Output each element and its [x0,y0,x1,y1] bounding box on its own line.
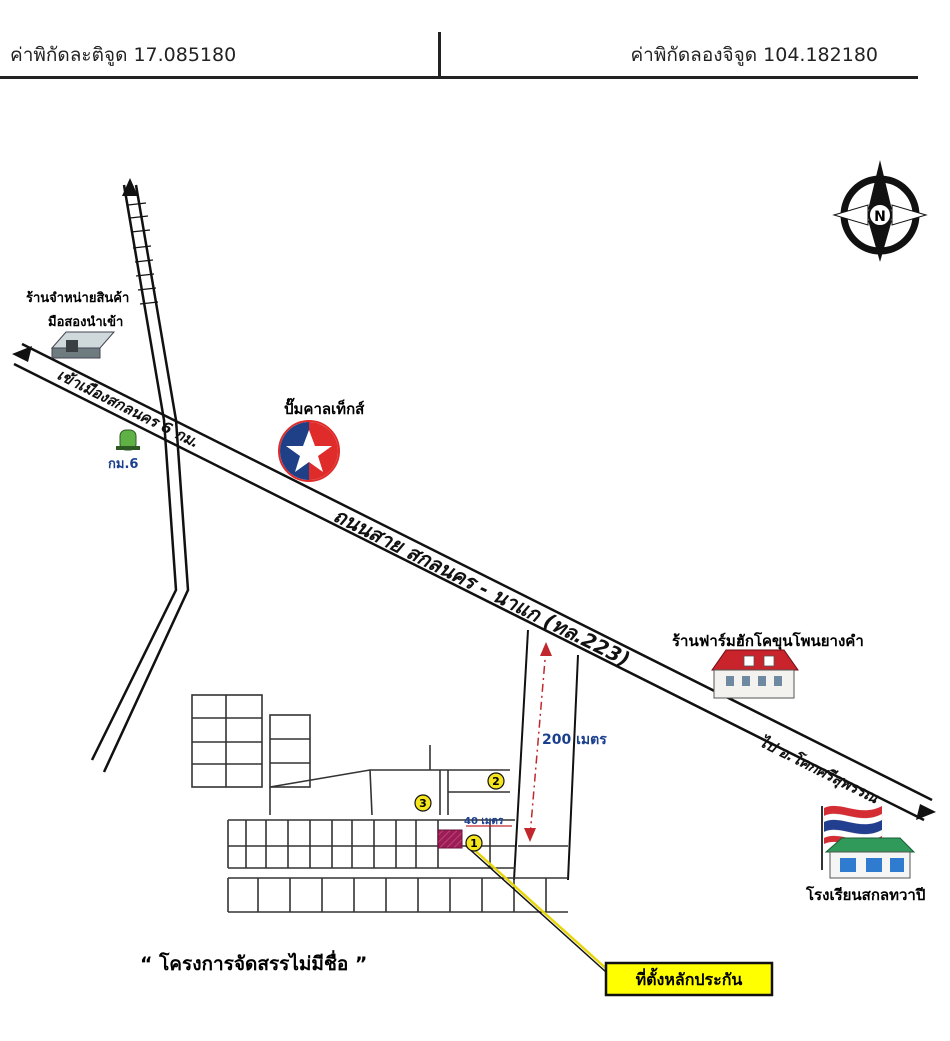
school-label: โรงเรียนสกลทวาปี [805,885,925,904]
plot-marker-2: 2 [487,772,505,790]
highway-arrow-east [916,804,936,820]
svg-text:2: 2 [492,775,500,788]
collateral-leader [465,845,611,973]
latitude-label: ค่าพิกัดละติจูด 17.085180 [10,44,237,66]
collateral-plot [437,829,463,849]
plot-marker-1: 1 [465,834,483,852]
header-divider [438,32,441,76]
dimension-200m [524,642,552,842]
svg-text:3: 3 [419,797,427,810]
secondhand-shop-label-2: มือสองนำเข้า [48,314,123,330]
header-rule [0,76,918,79]
caltex-logo-icon [278,420,340,482]
distance-200m-label: 200 เมตร [542,732,607,748]
access-road [513,629,579,881]
secondhand-shop-label-1: ร้านจำหน่ายสินค้า [26,290,129,306]
farm-shop-label: ร้านฟาร์มฮักโคขุนโพนยางคำ [672,631,864,651]
side-road-arrow-north [122,178,138,196]
collateral-callout: ที่ตั้งหลักประกัน [604,961,774,997]
svg-text:1: 1 [470,837,478,850]
farmhouse-icon [711,649,799,699]
km-post-icon [116,429,140,451]
km-marker-label: กม.6 [108,457,138,472]
school-icon [821,805,916,879]
plot-marker-3: 3 [414,794,432,812]
highway-arrow-west [12,346,32,362]
compass-rose-icon: N [832,160,928,262]
caltex-label: ปั๊มคาลเท็กส์ [284,397,365,418]
svg-text:ที่ตั้งหลักประกัน: ที่ตั้งหลักประกัน [636,967,743,989]
coordinate-header: ค่าพิกัดละติจูด 17.085180 ค่าพิกัดลองจิจ… [0,0,950,80]
project-name: “ โครงการจัดสรรไม่มีชื่อ ” [140,950,367,975]
distance-40m-label: 40 เมตร [464,816,504,827]
main-road-label: ถนนสาย สกลนคร - นาแก (ทล.223) [330,503,634,671]
side-road-ticks [127,202,159,305]
side-road [90,184,190,773]
svg-text:N: N [874,209,886,225]
subdivision-grid [191,694,568,913]
warehouse-icon [50,331,116,359]
longitude-label: ค่าพิกัดลองจิจูด 104.182180 [630,44,878,66]
